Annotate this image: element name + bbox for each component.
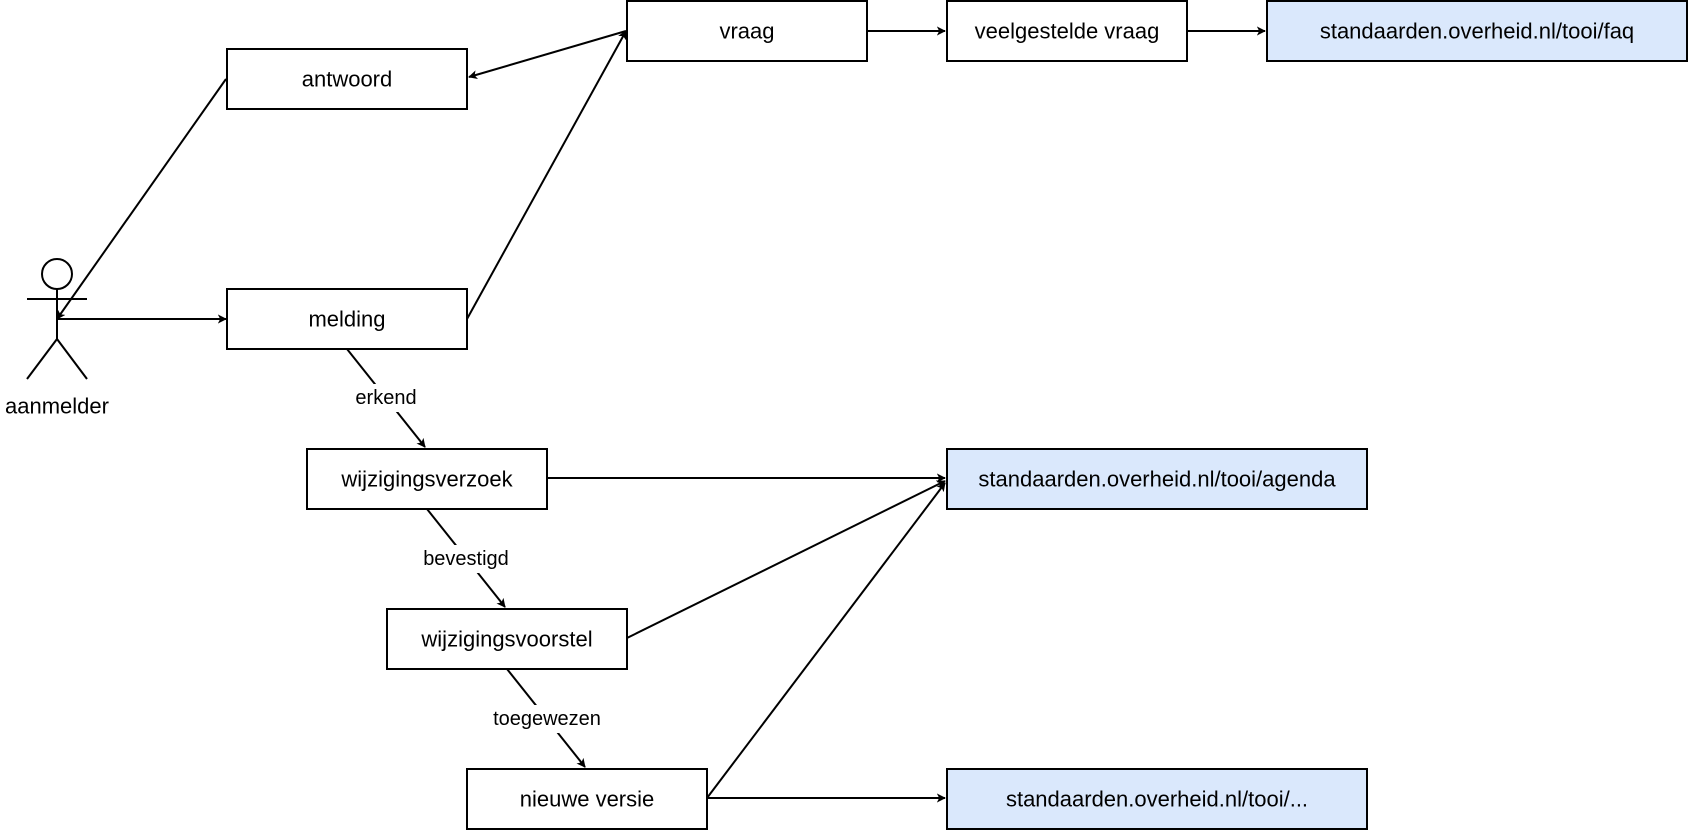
edge-nieuwe-versie-agenda xyxy=(706,482,946,799)
node-faq-link-box xyxy=(1266,0,1688,62)
node-versie-link: standaarden.overheid.nl/tooi/... xyxy=(946,768,1368,830)
edges xyxy=(56,26,1266,803)
edge-label-toegewezen: toegewezen xyxy=(493,708,601,730)
node-faq-link-label: standaarden.overheid.nl/tooi/faq xyxy=(1320,19,1634,44)
node-wijzigingsverzoek: wijzigingsverzoek xyxy=(306,448,548,510)
actor-aanmelder: aanmelder xyxy=(5,258,109,419)
node-nieuwe-versie-label: nieuwe versie xyxy=(520,787,655,812)
node-versie-link-label: standaarden.overheid.nl/tooi/... xyxy=(1006,787,1308,812)
node-antwoord: antwoord xyxy=(226,48,468,110)
node-vraag-box xyxy=(626,0,868,62)
node-antwoord-box xyxy=(226,48,468,110)
edge-melding-vraag xyxy=(466,30,627,320)
node-melding: melding xyxy=(226,288,468,350)
node-veelgestelde-vraag-box xyxy=(946,0,1188,62)
node-veelgestelde-vraag-label: veelgestelde vraag xyxy=(975,19,1160,44)
edge-vraag-antwoord xyxy=(468,30,627,80)
node-vraag: vraag xyxy=(626,0,868,62)
node-agenda-link: standaarden.overheid.nl/tooi/agenda xyxy=(946,448,1368,510)
node-veelgestelde-vraag: veelgestelde vraag xyxy=(946,0,1188,62)
edge-label-bevestigd: bevestigd xyxy=(423,548,509,570)
person-icon xyxy=(26,258,88,380)
edge-labels: erkend bevestigd toegewezen xyxy=(349,384,611,733)
node-melding-box xyxy=(226,288,468,350)
edge-antwoord-aanmelder xyxy=(56,78,227,320)
node-wijzigingsverzoek-box xyxy=(306,448,548,510)
node-versie-link-box xyxy=(946,768,1368,830)
edge-wijzigingsvoorstel-agenda xyxy=(626,480,946,639)
node-agenda-link-label: standaarden.overheid.nl/tooi/agenda xyxy=(978,467,1336,492)
node-melding-label: melding xyxy=(308,307,385,332)
node-wijzigingsvoorstel: wijzigingsvoorstel xyxy=(386,608,628,670)
node-nieuwe-versie: nieuwe versie xyxy=(466,768,708,830)
node-antwoord-label: antwoord xyxy=(302,67,393,92)
nodes: antwoord melding vraag veelgestelde vraa… xyxy=(226,0,1688,830)
actor-aanmelder-label: aanmelder xyxy=(5,394,109,419)
node-wijzigingsverzoek-label: wijzigingsverzoek xyxy=(340,467,513,492)
node-wijzigingsvoorstel-box xyxy=(386,608,628,670)
node-faq-link: standaarden.overheid.nl/tooi/faq xyxy=(1266,0,1688,62)
node-vraag-label: vraag xyxy=(719,19,774,44)
node-agenda-link-box xyxy=(946,448,1368,510)
node-nieuwe-versie-box xyxy=(466,768,708,830)
edge-label-erkend: erkend xyxy=(355,387,416,409)
node-wijzigingsvoorstel-label: wijzigingsvoorstel xyxy=(420,627,592,652)
